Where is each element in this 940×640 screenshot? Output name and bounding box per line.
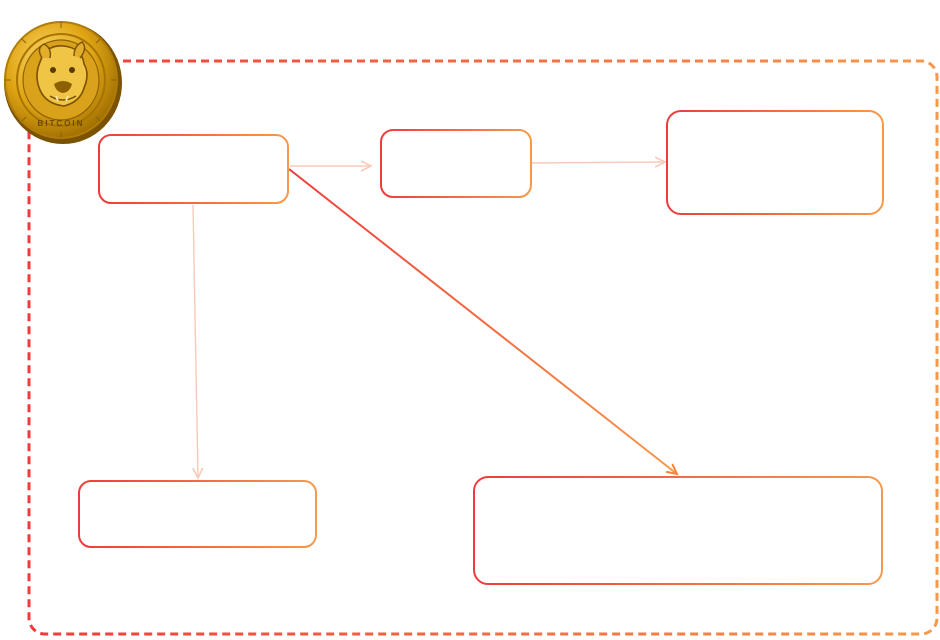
- node-box: [380, 129, 532, 198]
- node-top-left: [98, 134, 289, 204]
- connector-topmiddle-to-topright: [531, 162, 665, 163]
- node-top-middle: [380, 129, 532, 198]
- dashed-container: [27, 59, 939, 636]
- connector-topleft-to-bottomleft: [193, 204, 198, 478]
- node-box: [473, 476, 883, 585]
- node-box: [98, 134, 289, 204]
- node-box: [666, 110, 884, 215]
- node-bottom-left: [78, 480, 317, 548]
- bulldog-coin-logo-icon: BITCOIN: [4, 21, 122, 144]
- node-bottom-right: [473, 476, 883, 585]
- connector-topleft-to-bottomright: [288, 168, 677, 474]
- node-top-right: [666, 110, 884, 215]
- node-box: [78, 480, 317, 548]
- coin-rim-text: BITCOIN: [38, 119, 85, 128]
- connectors: [193, 162, 677, 478]
